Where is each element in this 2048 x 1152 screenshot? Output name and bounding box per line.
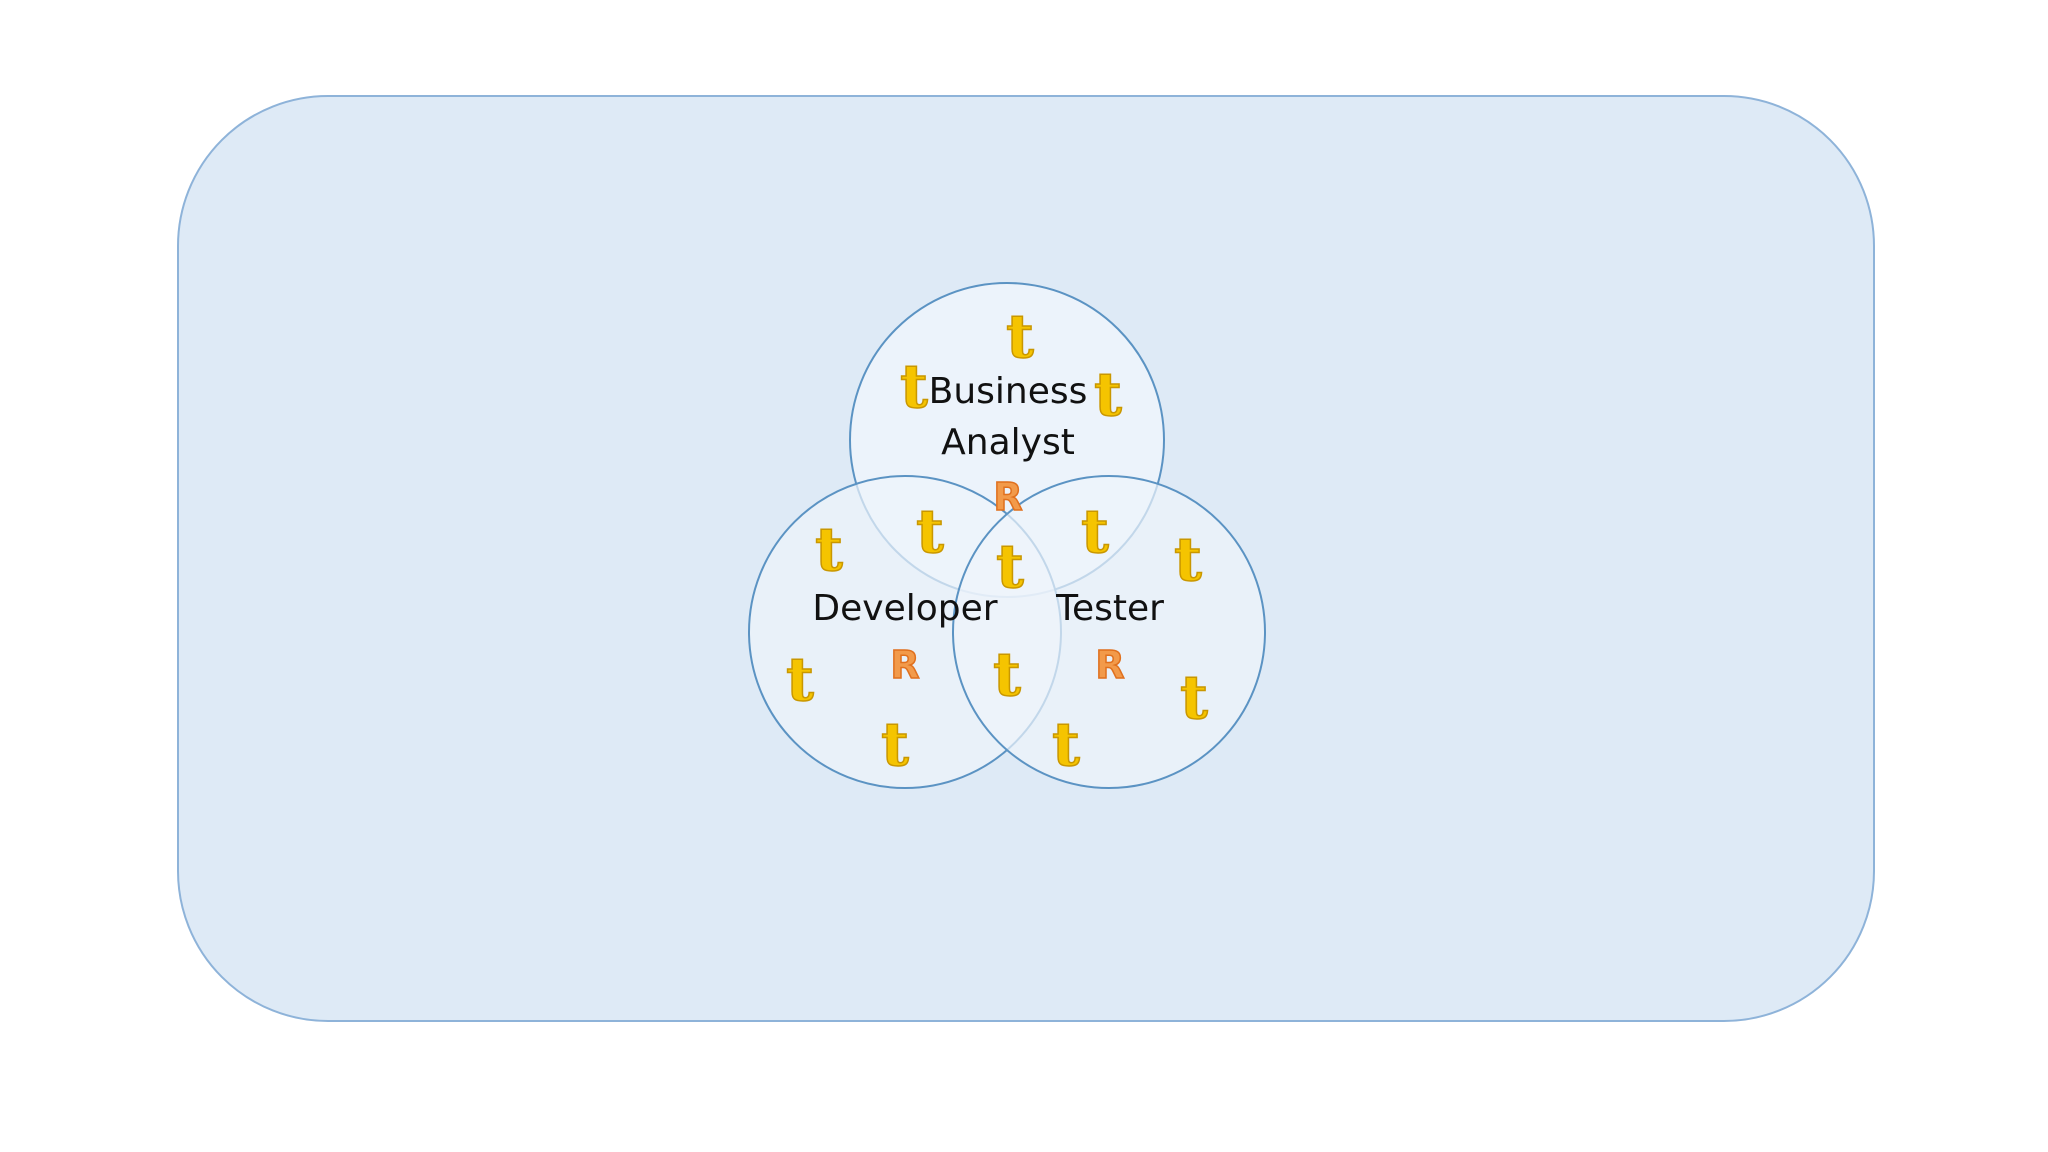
r-markers: R R R bbox=[890, 474, 1126, 688]
t-marker: t bbox=[1180, 663, 1208, 733]
t-marker: t bbox=[786, 645, 814, 715]
t-marker: t bbox=[1006, 302, 1034, 372]
business-analyst-label-line2: Analyst bbox=[941, 422, 1075, 463]
tester-circle bbox=[952, 475, 1266, 789]
t-marker: t bbox=[1094, 360, 1122, 430]
venn-circles bbox=[748, 282, 1266, 789]
tester-label: Tester bbox=[1055, 588, 1164, 629]
r-marker: R bbox=[993, 475, 1022, 519]
t-marker: t bbox=[916, 497, 944, 567]
t-marker: t bbox=[1081, 497, 1109, 567]
t-marker: t bbox=[815, 515, 843, 585]
venn-labels: Business Analyst Developer Tester bbox=[812, 371, 1164, 629]
t-marker: t bbox=[1174, 525, 1202, 595]
t-marker: t bbox=[900, 352, 928, 422]
t-marker: t bbox=[1052, 710, 1080, 780]
t-marker: t bbox=[881, 710, 909, 780]
business-analyst-label-line1: Business bbox=[929, 371, 1088, 412]
r-marker: R bbox=[890, 643, 919, 687]
t-marker: t bbox=[993, 640, 1021, 710]
t-marker: t bbox=[996, 532, 1024, 602]
developer-label: Developer bbox=[812, 588, 997, 629]
t-markers: t t t t t t t t t t t t t bbox=[785, 301, 1209, 781]
r-marker: R bbox=[1095, 643, 1124, 687]
